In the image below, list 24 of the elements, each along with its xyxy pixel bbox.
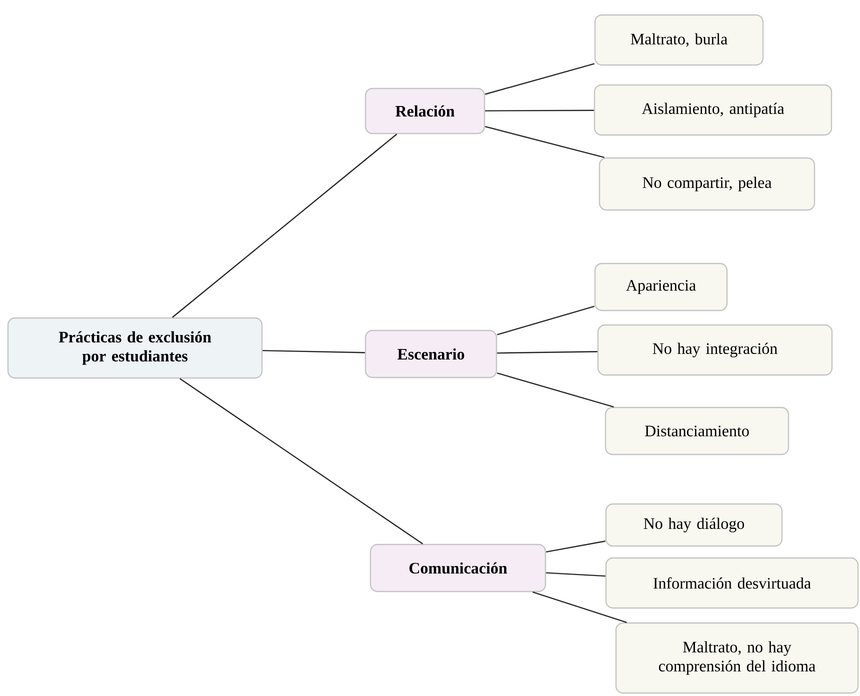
connector-line (546, 572, 606, 577)
category-box: Relación (364, 88, 486, 134)
connector-line (496, 306, 595, 336)
connector-line (180, 378, 424, 544)
connector-line (484, 126, 604, 158)
item-box: Información desvirtuada (605, 557, 859, 609)
connector-line (496, 372, 614, 408)
item-box: Maltrato, burla (594, 14, 764, 66)
item-box: No hay diálogo (605, 503, 783, 547)
item-box: No hay integración (597, 324, 833, 376)
category-box: Comunicación (370, 544, 546, 592)
item-box: Apariencia (594, 262, 728, 312)
connector-line (484, 63, 595, 95)
connector-line (262, 350, 365, 354)
topic-box: Prácticas de exclusión por estudiantes (7, 317, 263, 379)
item-box: No compartir, pelea (598, 157, 816, 211)
connector-line (497, 351, 598, 354)
item-box: Distanciamiento (604, 406, 790, 456)
connector-line (485, 110, 594, 112)
category-box: Escenario (364, 330, 498, 378)
item-box: Aislamiento, antipatía (594, 84, 832, 136)
connector-line (172, 134, 398, 318)
connector-line (546, 540, 606, 553)
item-box: Maltrato, no hay comprensión del idioma (615, 622, 859, 694)
